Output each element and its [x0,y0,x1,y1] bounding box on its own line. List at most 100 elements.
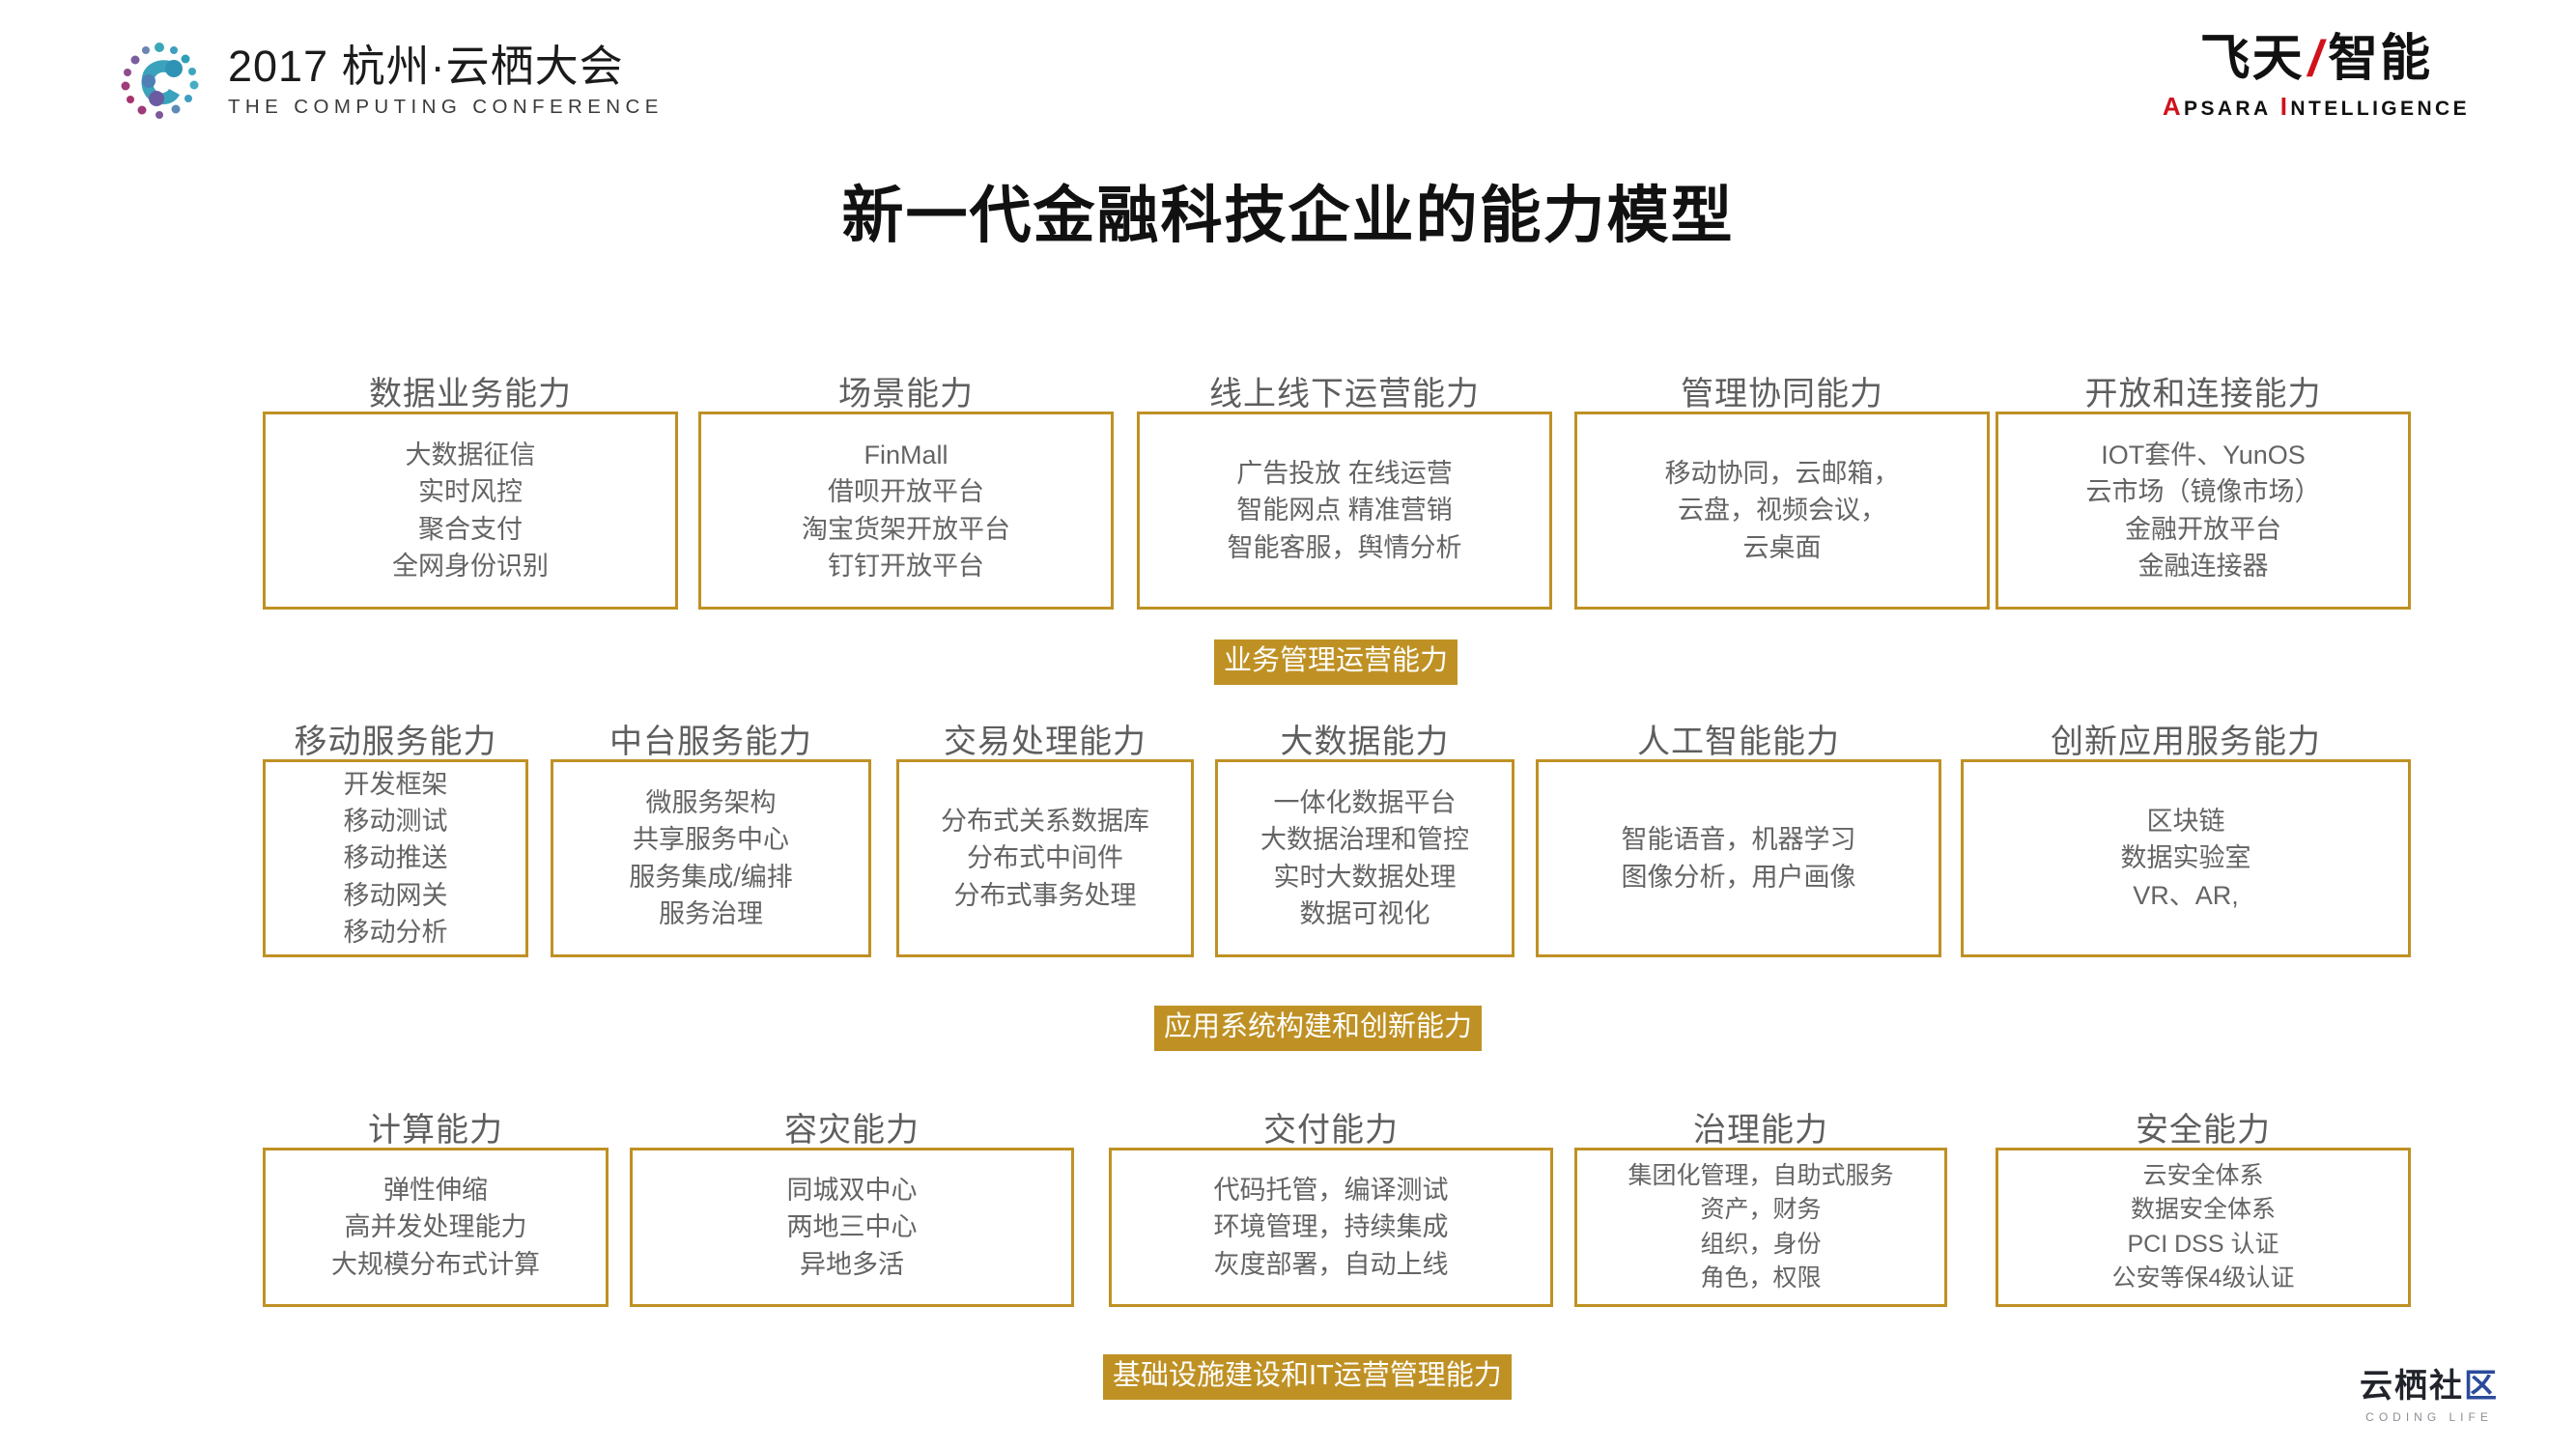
capability-cell-transaction: 交易处理能力 分布式关系数据库 分布式中间件 分布式事务处理 [896,715,1194,957]
cell-heading: 人工智能能力 [1637,724,1840,760]
capability-cell-disaster-recovery: 容灾能力 同城双中心 两地三中心 异地多活 [630,1103,1074,1307]
list-item: 云桌面 [1742,532,1822,562]
capability-cell-bigdata: 大数据能力 一体化数据平台 大数据治理和管控 实时大数据处理 数据可视化 [1215,715,1514,957]
list-item: 数据可视化 [1299,898,1430,928]
capability-cell-security: 安全能力 云安全体系 数据安全体系 PCI DSS 认证 公安等保4级认证 [1996,1103,2411,1307]
cell-body: 大数据征信 实时风控 聚合支付 全网身份识别 [263,412,678,610]
capability-cell-ai: 人工智能能力 智能语音，机器学习 图像分析，用户画像 [1536,715,1941,957]
list-item: 金融开放平台 [2125,514,2281,544]
band-label-infrastructure: 基础设施建设和IT运营管理能力 [1103,1354,1512,1400]
apsara-intelligence-logo: 飞天/智能 APSARA INTELLIGENCE [2163,33,2470,122]
list-item: 借呗开放平台 [828,477,984,507]
list-item: 分布式事务处理 [953,880,1137,910]
list-item: 全网身份识别 [392,551,549,581]
cell-body: IOT套件、YunOS 云市场（镜像市场） 金融开放平台 金融连接器 [1996,412,2411,610]
list-item: 大规模分布式计算 [331,1249,540,1279]
page-title: 新一代金融科技企业的能力模型 [841,181,1735,250]
list-item: 移动网关 [343,880,448,910]
cell-body: 代码托管，编译测试 环境管理，持续集成 灰度部署，自动上线 [1109,1148,1553,1307]
capability-row-3: 计算能力 弹性伸缩 高并发处理能力 大规模分布式计算 容灾能力 同城双中心 两地… [0,1103,2576,1354]
cell-heading: 中台服务能力 [609,724,812,760]
cell-body: FinMall 借呗开放平台 淘宝货架开放平台 钉钉开放平台 [698,412,1114,610]
apsara-en-ntelligence: NTELLIGENCE [2290,97,2470,120]
yunqi-community-logo: 云栖社区 CODING LIFE [2360,1359,2499,1424]
list-item: 大数据治理和管控 [1260,825,1469,855]
apsara-zhineng-text: 智能 [2328,31,2433,87]
list-item: VR、AR, [2133,880,2239,910]
list-item: 异地多活 [800,1249,904,1279]
list-item: 大数据征信 [405,440,536,469]
apsara-en-a: A [2162,91,2185,121]
apsara-slash: / [2307,31,2325,87]
list-item: 灰度部署，自动上线 [1213,1249,1449,1279]
list-item: 移动协同，云邮箱， [1664,459,1900,488]
list-item: 环境管理，持续集成 [1213,1212,1449,1242]
list-item: 图像分析，用户画像 [1621,862,1856,892]
list-item: 云市场（镜像市场） [2085,477,2321,507]
capability-cell-scenario: 场景能力 FinMall 借呗开放平台 淘宝货架开放平台 钉钉开放平台 [698,367,1114,610]
list-item: 资产，财务 [1700,1196,1822,1223]
list-item: 实时风控 [418,477,523,507]
list-item: 分布式中间件 [967,843,1123,873]
yunqi-logo-en: CODING LIFE [2365,1410,2493,1424]
list-item: 广告投放 在线运营 [1236,459,1453,488]
list-item: 分布式关系数据库 [941,807,1149,836]
list-item: 智能网点 精准营销 [1236,496,1453,526]
list-item: 开发框架 [343,769,448,799]
list-item: 集团化管理，自助式服务 [1628,1161,1894,1189]
list-item: 高并发处理能力 [344,1212,527,1242]
list-item: 移动测试 [343,807,448,837]
list-item: 角色，权限 [1700,1264,1822,1292]
capability-cell-management-collab: 管理协同能力 移动协同，云邮箱， 云盘，视频会议， 云桌面 [1574,367,1990,610]
cell-body: 区块链 数据实验室 VR、AR, [1961,759,2411,957]
list-item: 数据安全体系 [2130,1196,2276,1223]
list-item: 移动推送 [343,843,448,873]
cell-heading: 交付能力 [1263,1112,1399,1149]
cell-heading: 计算能力 [368,1112,503,1149]
list-item: 服务集成/编排 [629,862,793,892]
cell-heading: 容灾能力 [784,1112,920,1149]
cell-body: 移动协同，云邮箱， 云盘，视频会议， 云桌面 [1574,412,1990,610]
list-item: 公安等保4级认证 [2111,1264,2295,1292]
conference-logo: 2017 杭州·云栖大会 THE COMPUTING CONFERENCE [114,35,664,128]
list-item: 移动分析 [343,918,448,947]
yunqi-logo-qu: 区 [2464,1368,2499,1405]
apsara-feitian-text: 飞天 [2199,31,2305,87]
capability-row-1: 数据业务能力 大数据征信 实时风控 聚合支付 全网身份识别 场景能力 FinMa… [0,367,2576,647]
conference-name-cn: 杭州·云栖大会 [341,41,624,91]
cell-body: 集团化管理，自助式服务 资产，财务 组织，身份 角色，权限 [1574,1148,1947,1307]
list-item: 云盘，视频会议， [1678,496,1886,526]
list-item: 智能语音，机器学习 [1621,825,1856,855]
list-item: 实时大数据处理 [1273,862,1457,892]
cell-heading: 治理能力 [1693,1112,1828,1149]
apsara-en-i: I [2279,91,2291,121]
list-item: IOT套件、YunOS [2101,440,2306,469]
band-label-business-ops: 业务管理运营能力 [1214,639,1458,685]
cell-heading: 大数据能力 [1280,724,1450,760]
cell-body: 分布式关系数据库 分布式中间件 分布式事务处理 [896,759,1194,957]
list-item: PCI DSS 认证 [2127,1230,2279,1258]
cell-heading: 开放和连接能力 [2084,376,2322,412]
list-item: 微服务架构 [645,787,777,817]
cell-body: 一体化数据平台 大数据治理和管控 实时大数据处理 数据可视化 [1215,759,1514,957]
yunqi-logo-cn: 云栖社区 [2360,1359,2499,1406]
cell-body: 微服务架构 共享服务中心 服务集成/编排 服务治理 [551,759,871,957]
cell-heading: 场景能力 [838,376,974,412]
cell-body: 智能语音，机器学习 图像分析，用户画像 [1536,759,1941,957]
capability-cell-data-business: 数据业务能力 大数据征信 实时风控 聚合支付 全网身份识别 [263,367,678,610]
capability-row-2: 移动服务能力 开发框架 移动测试 移动推送 移动网关 移动分析 中台服务能力 微… [0,715,2576,1005]
list-item: 数据实验室 [2120,843,2251,873]
conference-title-cn: 2017 杭州·云栖大会 [228,43,664,91]
capability-cell-open-connect: 开放和连接能力 IOT套件、YunOS 云市场（镜像市场） 金融开放平台 金融连… [1996,367,2411,610]
cell-heading: 数据业务能力 [369,376,572,412]
cell-heading: 交易处理能力 [944,724,1146,760]
apsara-logo-en: APSARA INTELLIGENCE [2163,92,2470,122]
cell-body: 弹性伸缩 高并发处理能力 大规模分布式计算 [263,1148,609,1307]
cell-heading: 管理协同能力 [1681,376,1883,412]
list-item: 金融连接器 [2137,551,2269,581]
list-item: 同城双中心 [786,1176,918,1205]
cell-body: 云安全体系 数据安全体系 PCI DSS 认证 公安等保4级认证 [1996,1148,2411,1307]
apsara-en-psara: PSARA [2184,97,2272,120]
cell-heading: 创新应用服务能力 [2051,724,2321,760]
